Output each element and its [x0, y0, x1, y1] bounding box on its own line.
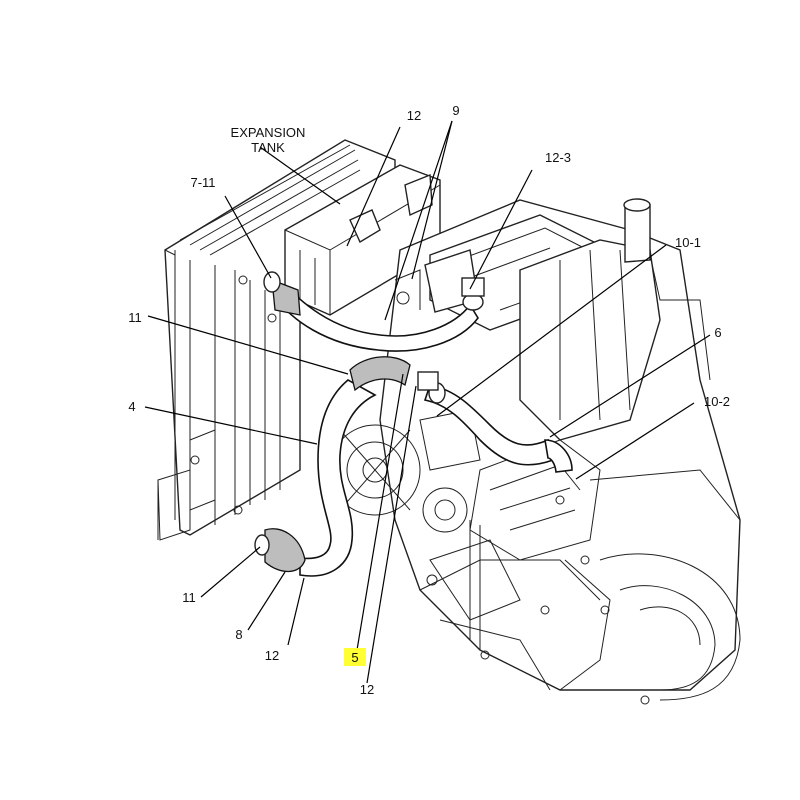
expansion-tank [284, 164, 441, 316]
label-12-bottom: 12 [360, 682, 374, 697]
label-11-bottom: 11 [182, 590, 196, 605]
leader-lines [144, 120, 711, 684]
label-12-bottom-left: 12 [265, 648, 279, 663]
label-10-2: 10-2 [704, 394, 730, 409]
label-4: 4 [128, 399, 135, 414]
radiator-assembly [157, 139, 396, 541]
callout-labels: EXPANSION TANK 12 9 12-3 7-11 10-1 11 6 … [128, 103, 730, 697]
label-10-1: 10-1 [675, 235, 701, 250]
label-expansion-tank-line1: EXPANSION [231, 125, 306, 140]
label-9: 9 [452, 103, 459, 118]
label-6: 6 [714, 325, 721, 340]
label-11-left: 11 [128, 310, 142, 325]
upper-radiator-hose [263, 271, 485, 352]
label-12-top: 12 [407, 108, 421, 123]
lower-radiator-hose [254, 356, 411, 577]
label-7-11: 7-11 [190, 175, 215, 190]
label-5: 5 [351, 650, 358, 665]
label-8: 8 [235, 627, 242, 642]
label-expansion-tank-line2: TANK [251, 140, 285, 155]
bypass-hose [417, 371, 573, 473]
highlight-5 [344, 648, 366, 666]
label-12-3: 12-3 [545, 150, 571, 165]
